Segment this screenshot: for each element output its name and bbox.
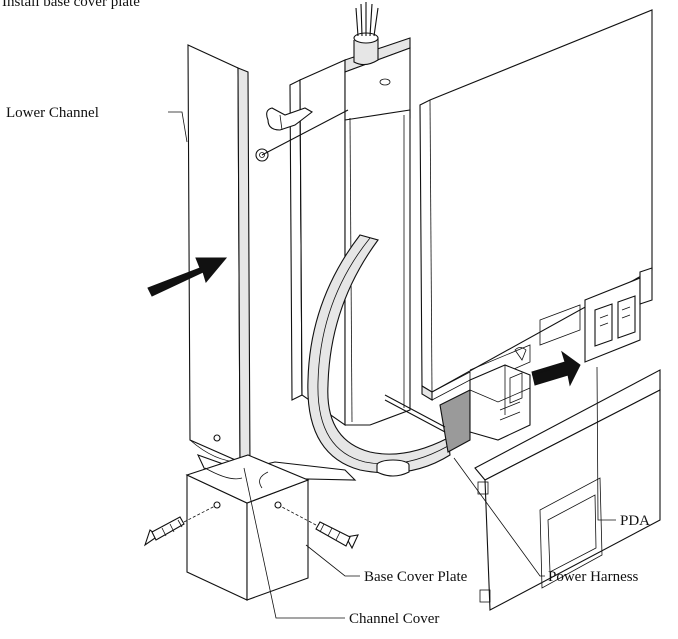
power-harness-connector <box>439 364 531 453</box>
label-base-cover-plate: Base Cover Plate <box>364 569 468 585</box>
leader-channel-cover <box>243 467 345 619</box>
screw-guide-line <box>261 109 349 156</box>
insert-arrow-left <box>147 257 228 297</box>
leader-base-cover-plate <box>305 544 360 577</box>
cable-clamp <box>255 107 349 162</box>
diagram-title: Install base cover plate <box>2 0 140 10</box>
label-lower-channel: Lower Channel <box>6 105 99 121</box>
base-cover-plate <box>185 454 310 601</box>
label-channel-cover: Channel Cover <box>349 611 439 627</box>
base-plate <box>474 369 661 611</box>
pda-terminal-blocks <box>469 267 653 389</box>
leader-pda <box>596 366 616 521</box>
leader-power-harness <box>453 457 545 577</box>
screw-right <box>281 506 359 550</box>
screw-left <box>143 505 216 547</box>
label-pda: PDA <box>620 513 650 529</box>
lower-channel <box>187 44 251 472</box>
cable-bundle <box>353 2 379 66</box>
screw-post <box>376 394 446 477</box>
label-power-harness: Power Harness <box>548 569 639 585</box>
insert-arrow-right <box>531 350 581 387</box>
leader-lower-channel <box>168 111 188 143</box>
